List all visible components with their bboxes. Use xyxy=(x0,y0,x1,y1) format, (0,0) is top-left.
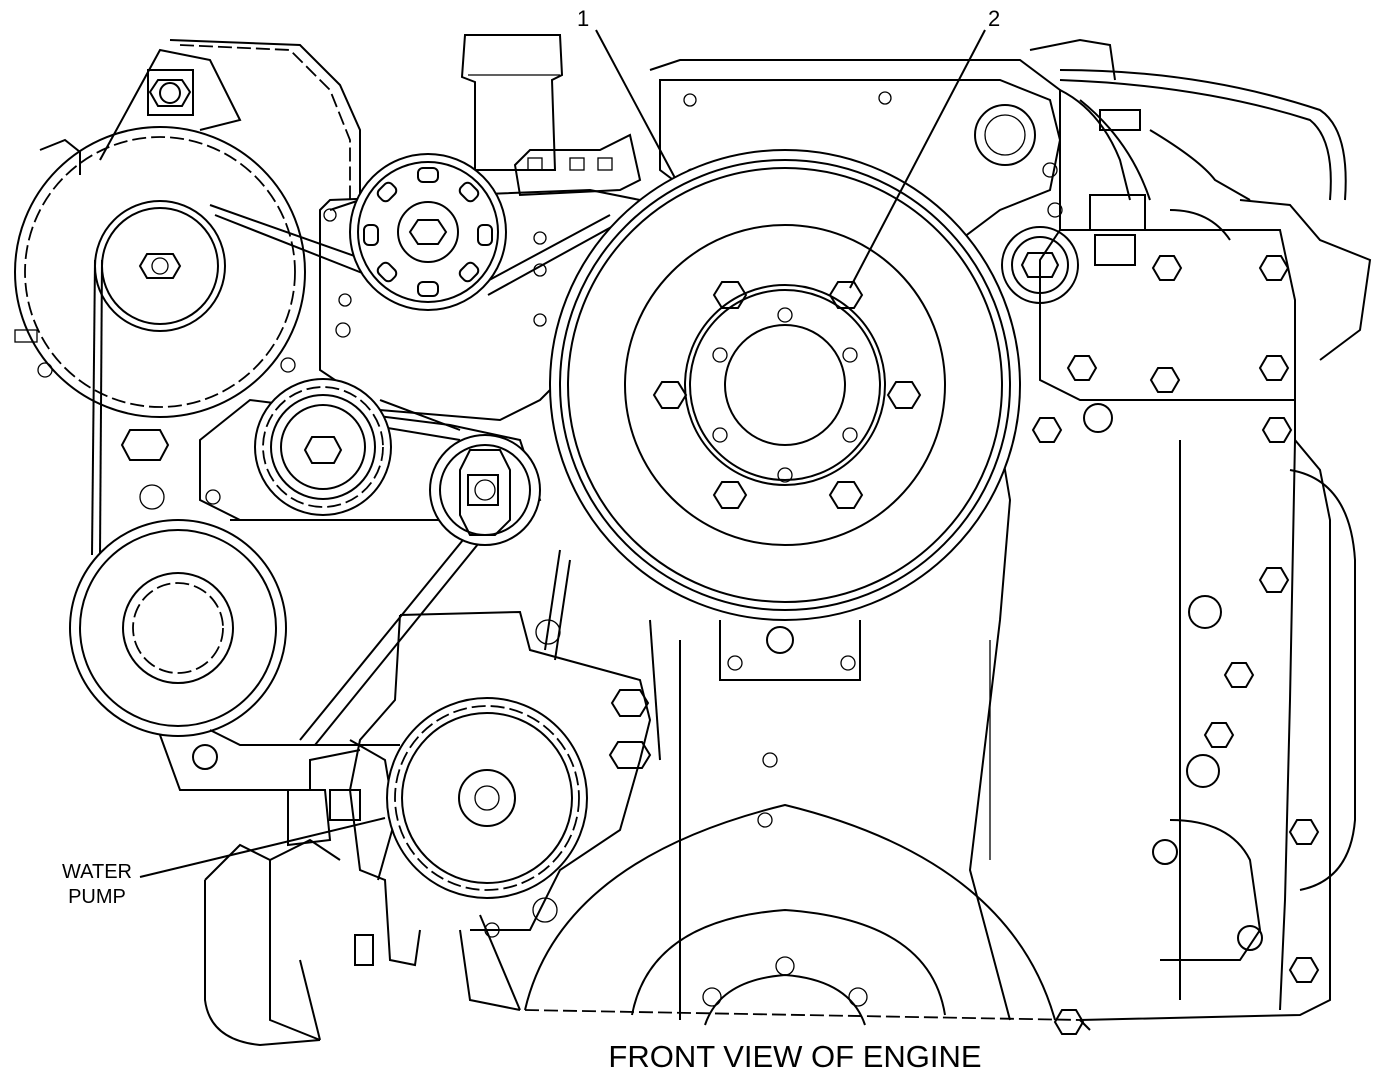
timing-cover xyxy=(649,59,1356,1021)
thermostat-housing xyxy=(460,34,642,197)
diagram-caption: FRONT VIEW OF ENGINE xyxy=(608,1039,981,1074)
wiring-harness xyxy=(1001,38,1372,361)
callout-leaders xyxy=(139,29,986,878)
cover-bolts xyxy=(757,162,1320,1035)
lower-left-pulley xyxy=(69,519,400,791)
water-pump-label-line2: PUMP xyxy=(68,886,126,908)
callout-1-leader xyxy=(595,29,676,179)
callout-1: 1 xyxy=(577,6,589,31)
lower-front-pulley xyxy=(524,803,1056,1026)
water-pump-leader xyxy=(139,817,386,878)
belt-tensioner xyxy=(120,378,542,546)
callout-2-leader xyxy=(849,29,986,289)
crankshaft-damper xyxy=(549,149,1021,681)
lower-housing xyxy=(204,838,1091,1047)
alternator xyxy=(14,39,361,418)
water-pump xyxy=(287,610,652,967)
idler-pulley-upper xyxy=(349,153,507,311)
water-pump-label-line1: WATER xyxy=(62,861,132,883)
callout-2: 2 xyxy=(988,6,1000,31)
